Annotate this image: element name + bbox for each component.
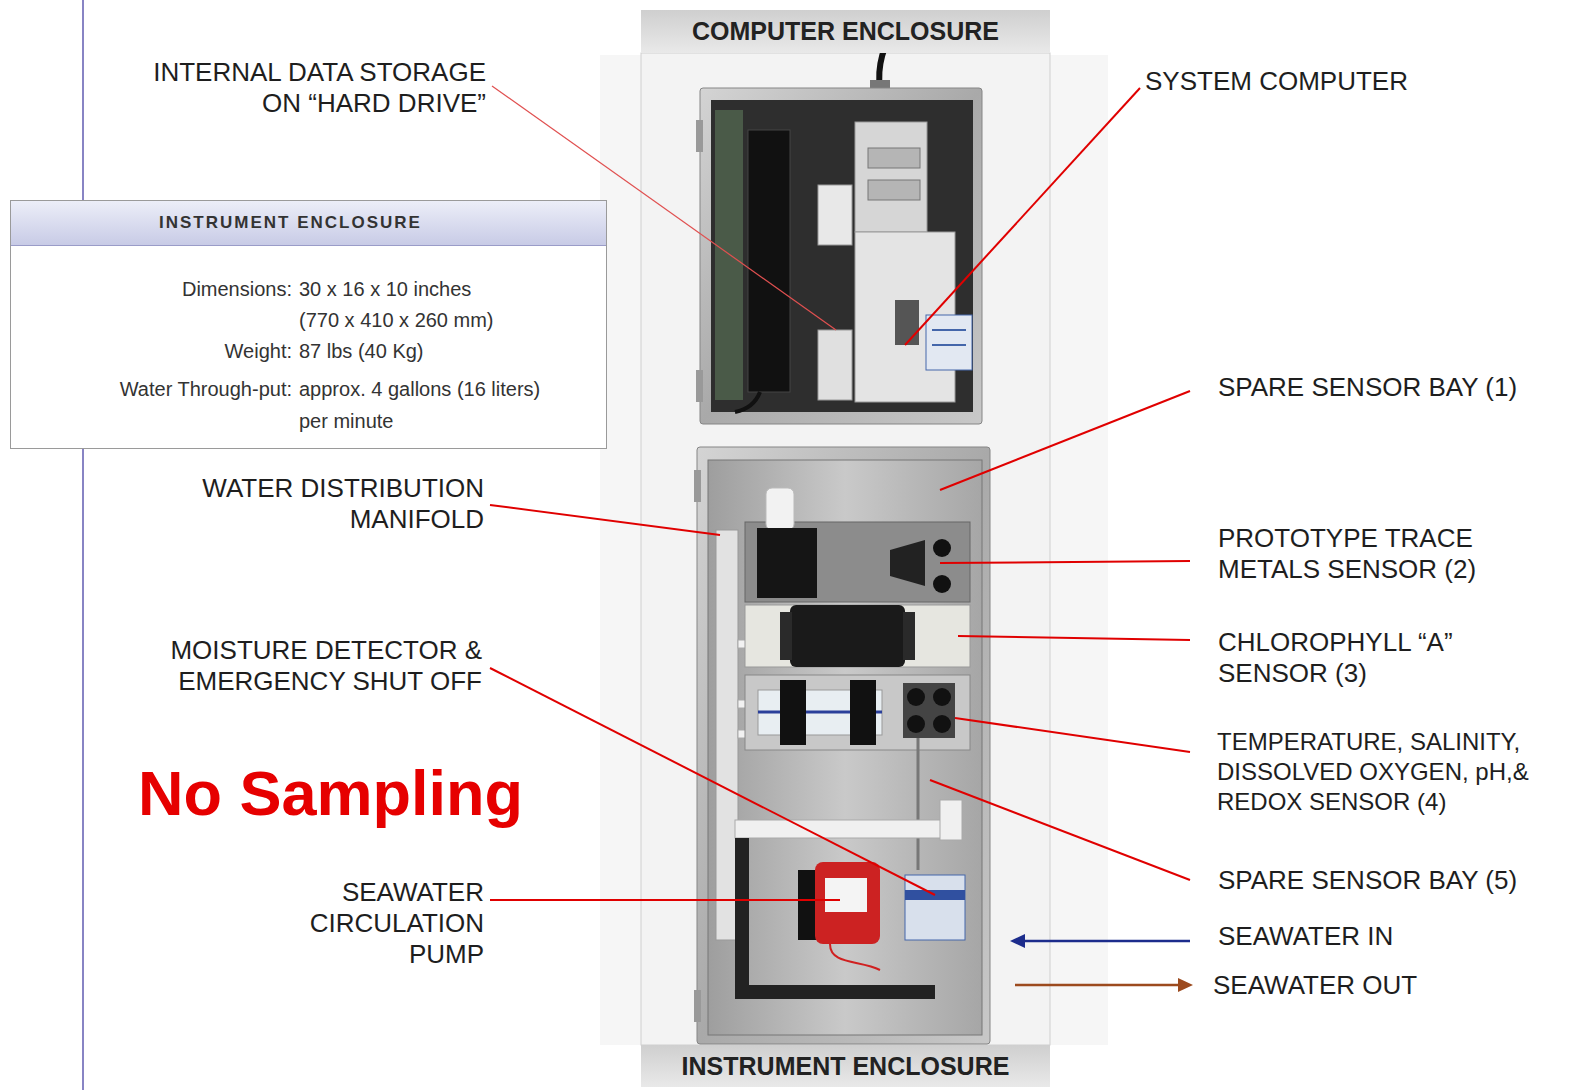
leader-line xyxy=(955,718,1190,752)
callout-label: PROTOTYPE TRACE METALS SENSOR (2) xyxy=(1218,523,1503,585)
chlorophyll-cylinder xyxy=(790,605,905,667)
spec-value: 87 lbs (40 Kg) xyxy=(299,335,424,367)
leader-line xyxy=(930,780,1190,880)
connector-knob xyxy=(933,688,951,706)
hinge xyxy=(696,370,703,402)
leader-line xyxy=(940,391,1190,490)
hinge xyxy=(694,470,701,502)
leader-line xyxy=(958,636,1190,640)
sensor-cup xyxy=(766,488,794,530)
black-pipe xyxy=(735,838,749,990)
note: No Sampling xyxy=(138,758,523,828)
hard-drive xyxy=(818,330,852,400)
callout-label: TEMPERATURE, SALINITY, DISSOLVED OXYGEN,… xyxy=(1217,727,1552,817)
connector-knob xyxy=(907,688,925,706)
white-pipe xyxy=(735,820,960,838)
spec-value: (770 x 410 x 260 mm) xyxy=(299,304,494,336)
spec-label: Weight: xyxy=(225,335,292,367)
connector-knob xyxy=(907,715,925,733)
callout-label: SEAWATER CIRCULATION PUMP xyxy=(244,877,484,970)
callout-label: MOISTURE DETECTOR & EMERGENCY SHUT OFF xyxy=(147,635,482,697)
leader-line xyxy=(940,561,1190,563)
computer-chassis xyxy=(855,122,927,232)
hinge xyxy=(696,120,703,152)
leader-line xyxy=(490,668,935,895)
trace-metals-plate xyxy=(745,522,970,602)
floppy-drive xyxy=(818,185,852,245)
inflow-arrow xyxy=(1022,940,1190,943)
instrument-enclosure-interior xyxy=(708,460,982,1035)
device-label xyxy=(926,315,972,370)
photo-panel xyxy=(641,53,1050,1045)
spec-table: INSTRUMENT ENCLOSURE Dimensions:30 x 16 x… xyxy=(10,200,607,449)
callout-label: SEAWATER OUT xyxy=(1213,970,1417,1001)
black-pipe xyxy=(735,985,935,999)
spec-value: 30 x 16 x 10 inches xyxy=(299,273,471,305)
leader-line xyxy=(905,88,1140,345)
callout-label: INTERNAL DATA STORAGE ON “HARD DRIVE” xyxy=(131,57,486,119)
connector-knob xyxy=(933,575,951,593)
callout-label: WATER DISTRIBUTION MANIFOLD xyxy=(184,473,484,535)
sensor-cone xyxy=(890,540,925,586)
instrument-enclosure-housing xyxy=(697,447,990,1044)
wiring xyxy=(735,392,760,412)
computer-enclosure-housing xyxy=(700,88,982,424)
connector-block xyxy=(895,300,919,345)
hinge xyxy=(694,990,701,1022)
outflow-arrowhead xyxy=(1178,978,1193,992)
spec-label: Dimensions: xyxy=(182,273,292,305)
chlorophyll-plate xyxy=(745,605,970,667)
table-heading: INSTRUMENT ENCLOSURE xyxy=(159,212,422,234)
computer-enclosure-interior xyxy=(711,100,973,412)
water-manifold xyxy=(716,530,738,940)
margin-rule xyxy=(82,0,84,200)
enclosure-band: INSTRUMENT ENCLOSURE xyxy=(641,1045,1050,1087)
expansion-card xyxy=(868,148,920,168)
pump-wire xyxy=(830,944,880,970)
spec-label: Water Through-put: xyxy=(120,373,292,405)
margin-rule xyxy=(82,440,84,1090)
expansion-card xyxy=(868,180,920,200)
power-supply xyxy=(748,130,790,392)
sensor-body xyxy=(757,528,817,598)
callout-label: SYSTEM COMPUTER xyxy=(1145,66,1408,97)
sensor-cable xyxy=(917,738,920,870)
connector-knob xyxy=(933,539,951,557)
circulation-pump xyxy=(815,862,880,944)
outflow-arrow xyxy=(1015,984,1180,987)
label-print xyxy=(932,329,966,331)
circuit-board xyxy=(715,110,743,400)
leader-line xyxy=(490,899,840,901)
tube-clamp xyxy=(780,680,806,745)
pipe-elbow xyxy=(940,800,962,840)
connector-panel xyxy=(903,683,955,738)
callout-label: CHLOROPHYLL “A” SENSOR (3) xyxy=(1218,627,1476,689)
band-title: INSTRUMENT ENCLOSURE xyxy=(682,1052,1010,1081)
callout-label: SEAWATER IN xyxy=(1218,921,1393,952)
label-print xyxy=(932,344,966,346)
leader-line xyxy=(490,505,720,535)
multi-sensor-plate xyxy=(745,675,970,750)
spec-value: approx. 4 gallons (16 liters) per minute xyxy=(299,373,564,437)
enclosure-band: COMPUTER ENCLOSURE xyxy=(641,10,1050,53)
flange xyxy=(903,612,915,660)
band-title: COMPUTER ENCLOSURE xyxy=(692,17,999,46)
inflow-arrowhead xyxy=(1010,934,1025,948)
pump-label xyxy=(825,878,867,912)
connector-knob xyxy=(933,715,951,733)
callout-label: SPARE SENSOR BAY (5) xyxy=(1218,865,1517,896)
callout-label: SPARE SENSOR BAY (1) xyxy=(1218,372,1517,403)
flange xyxy=(780,612,792,660)
tube-clamp xyxy=(850,680,876,745)
